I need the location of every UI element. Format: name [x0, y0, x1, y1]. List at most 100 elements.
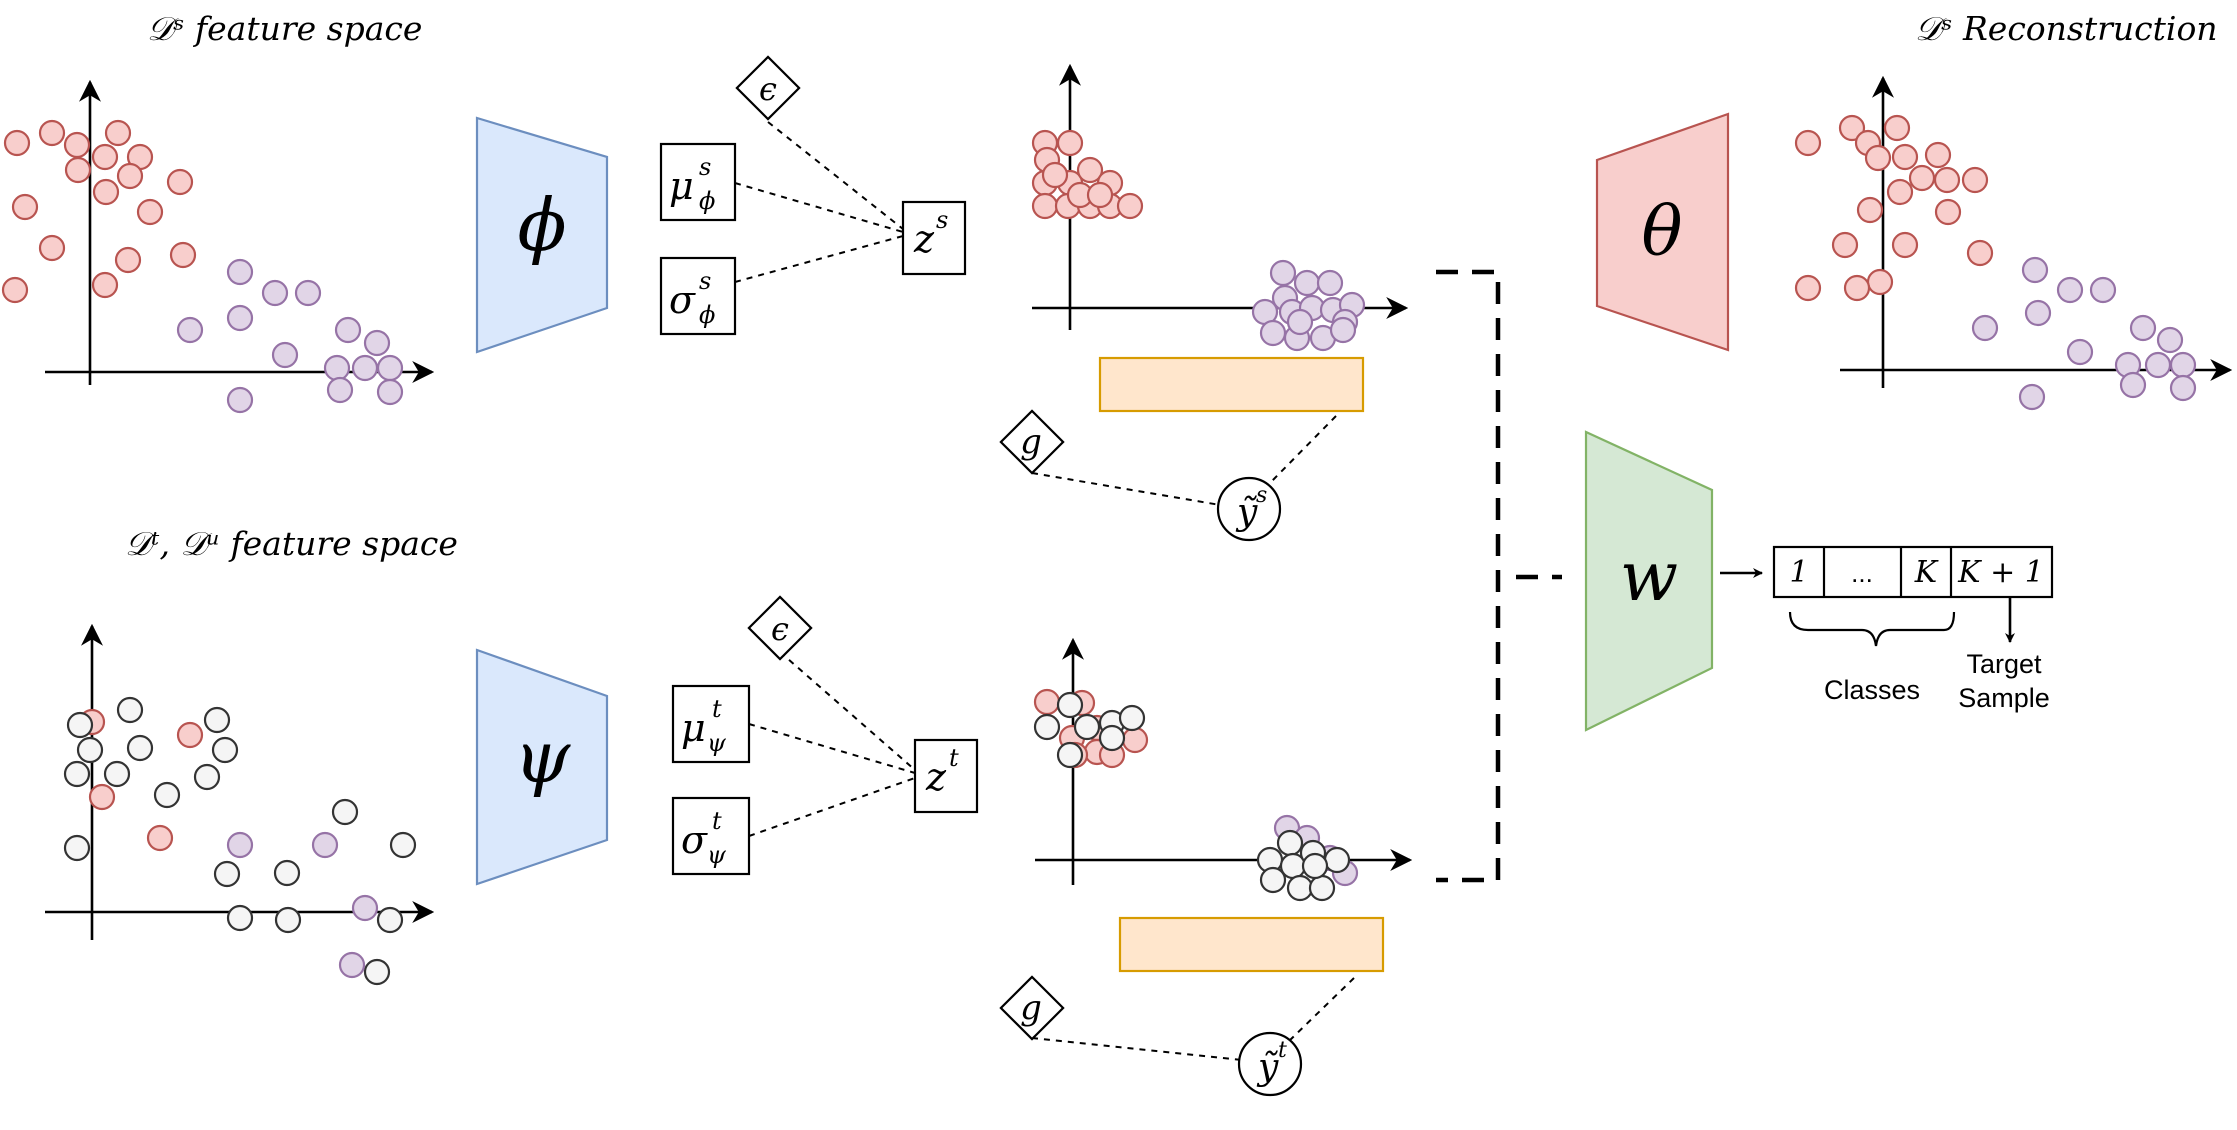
scatter-point	[2169, 351, 2197, 379]
scatter-point	[213, 860, 241, 888]
epsilon-node-source: ϵ	[735, 55, 801, 121]
mu-box-target: μ t ψ	[671, 684, 751, 764]
scatter-point	[63, 760, 91, 788]
svg-text:s: s	[699, 153, 711, 181]
scatter-point	[1933, 166, 1961, 194]
scatter-point	[1056, 691, 1084, 719]
scatter-point	[1886, 178, 1914, 206]
svg-text:g: g	[1020, 988, 1042, 1028]
scatter-point	[176, 316, 204, 344]
psi-encoder: ψ	[475, 648, 609, 886]
svg-text:t: t	[1278, 1038, 1287, 1063]
w-symbol: w	[1620, 538, 1678, 617]
svg-text:g: g	[1020, 422, 1042, 462]
source-space-title: 𝒟ˢ feature space	[147, 9, 422, 48]
mu-to-z-source	[734, 182, 904, 233]
svg-text:s: s	[1256, 483, 1267, 508]
output-class-vector: 1 ... K K + 1	[1772, 545, 2054, 599]
scatter-point	[1961, 166, 1989, 194]
scatter-point	[176, 721, 204, 749]
scatter-point	[1116, 192, 1144, 220]
output-cell-k: K	[1914, 555, 1939, 590]
scatter-point	[1286, 308, 1314, 336]
latent-scatter-source: g ỹ s	[999, 63, 1409, 542]
scatter-point	[211, 736, 239, 764]
classes-brace	[1788, 611, 1956, 647]
scatter-point	[334, 316, 362, 344]
svg-text:z: z	[925, 755, 947, 799]
latent-merge-connector	[1436, 269, 1562, 883]
scatter-point	[38, 234, 66, 262]
scatter-point	[2018, 383, 2046, 411]
scatter-point	[331, 798, 359, 826]
scatter-point	[1866, 268, 1894, 296]
scatter-point	[1033, 713, 1061, 741]
scatter-point	[1794, 274, 1822, 302]
g-to-y-source	[1031, 472, 1227, 507]
svg-text:t: t	[712, 695, 722, 723]
scatter-point	[1286, 874, 1314, 902]
scatter-point	[1073, 713, 1101, 741]
scatter-point	[1924, 141, 1952, 169]
scatter-point	[1843, 274, 1871, 302]
svg-text:ψ: ψ	[707, 841, 727, 869]
scatter-point	[376, 906, 404, 934]
scatter-point	[1031, 192, 1059, 220]
reconstruction-title: 𝒟ˢ Reconstruction	[1915, 9, 2218, 48]
scatter-point	[389, 831, 417, 859]
scatter-point	[351, 894, 379, 922]
output-cell-1: 1	[1789, 555, 1808, 590]
scatter-point	[274, 906, 302, 934]
scatter-point	[1076, 156, 1104, 184]
scatter-point	[63, 834, 91, 862]
scatter-point	[11, 193, 39, 221]
scatter-point	[376, 378, 404, 406]
scatter-point	[1864, 144, 1892, 172]
scatter-point	[1831, 231, 1859, 259]
scatter-point	[1, 276, 29, 304]
scatter-point	[351, 354, 379, 382]
svg-text:σ: σ	[681, 818, 708, 862]
scatter-point	[294, 279, 322, 307]
scatter-point	[1934, 198, 1962, 226]
source-feature-scatter	[1, 79, 435, 414]
scatter-point	[1316, 269, 1344, 297]
scatter-point	[104, 119, 132, 147]
target-sample-label-line2: Sample	[1958, 683, 2050, 713]
scatter-point	[153, 781, 181, 809]
sigma-to-z-target	[748, 777, 916, 837]
svg-text:μ: μ	[669, 164, 694, 208]
scatter-point	[1276, 829, 1304, 857]
scatter-point	[1056, 741, 1084, 769]
scatter-point	[1908, 164, 1936, 192]
scatter-point	[1329, 316, 1357, 344]
g-node-target: g	[999, 975, 1065, 1041]
bar-to-y-source	[1269, 415, 1337, 484]
scatter-point	[1098, 724, 1126, 752]
latent-scatter-target: g ỹ t	[999, 637, 1413, 1097]
scatter-point	[2129, 314, 2157, 342]
scatter-point	[1856, 196, 1884, 224]
scatter-point	[91, 271, 119, 299]
bar-to-y-target	[1287, 977, 1355, 1043]
scatter-point	[103, 760, 131, 788]
svg-text:ỹ: ỹ	[1235, 492, 1258, 533]
epsilon-node-target: ϵ	[747, 595, 813, 661]
scatter-point	[1891, 143, 1919, 171]
scatter-point	[2119, 371, 2147, 399]
scatter-point	[1891, 231, 1919, 259]
output-cell-ellipsis: ...	[1851, 558, 1873, 588]
scatter-point	[1259, 866, 1287, 894]
scatter-point	[116, 696, 144, 724]
g-node-source: g	[999, 409, 1065, 475]
svg-text:μ: μ	[681, 706, 706, 750]
scatter-point	[1259, 319, 1287, 347]
scatter-point	[38, 119, 66, 147]
scatter-point	[261, 279, 289, 307]
scatter-point	[226, 386, 254, 414]
scatter-point	[1118, 704, 1146, 732]
scatter-point	[1041, 161, 1069, 189]
source-latent-branch: ϵ μ s ϕ σ s ϕ z s	[659, 55, 967, 336]
target-sample-label-line1: Target	[1966, 649, 2042, 679]
y-tilde-source-node: ỹ s	[1216, 476, 1282, 542]
